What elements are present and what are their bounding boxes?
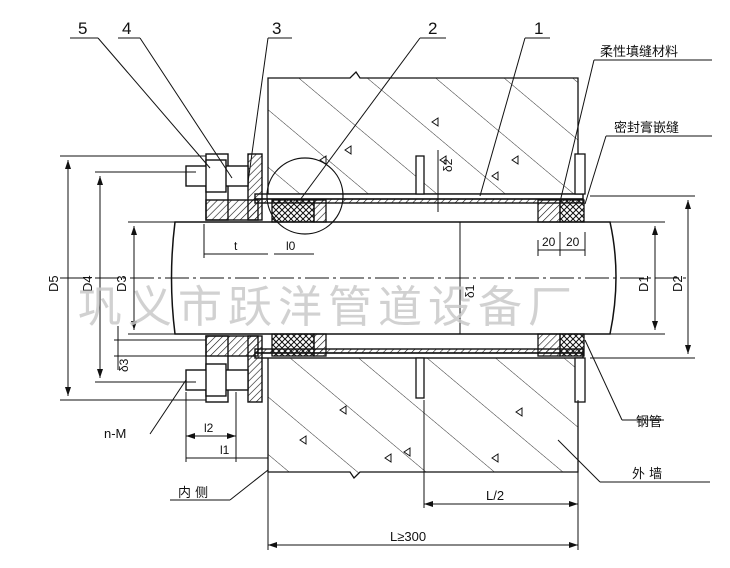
callout-numbers: 5 4 3 2 1 bbox=[78, 19, 543, 38]
dim-L: L≥300 bbox=[390, 529, 426, 544]
dim-20b: 20 bbox=[566, 235, 580, 249]
dim-D2: D2 bbox=[670, 275, 685, 292]
dim-delta3: δ3 bbox=[117, 358, 131, 372]
dim-D1: D1 bbox=[636, 275, 651, 292]
watermark-text: 巩义市跃洋管道设备厂 bbox=[78, 282, 578, 333]
callout-2: 2 bbox=[428, 19, 437, 38]
label-seal-paste: 密封膏嵌缝 bbox=[614, 120, 679, 136]
flange-assembly bbox=[185, 153, 263, 403]
callout-3: 3 bbox=[272, 19, 281, 38]
label-inner-side: 内 侧 bbox=[178, 485, 208, 501]
label-steel-pipe: 钢管 bbox=[636, 415, 662, 430]
packing-rings bbox=[271, 199, 585, 357]
dim-D5: D5 bbox=[46, 275, 61, 292]
dimension-labels: D5 D4 D3 D1 D2 δ3 δ2 δ1 t l0 20 20 l2 l1… bbox=[46, 158, 685, 544]
callout-5: 5 bbox=[78, 19, 87, 38]
dim-D4: D4 bbox=[80, 275, 95, 292]
dim-l0: l0 bbox=[286, 239, 296, 253]
detail-circle bbox=[266, 157, 344, 235]
dim-half-L: L/2 bbox=[486, 488, 504, 503]
callout-4: 4 bbox=[122, 19, 131, 38]
label-flex-fill: 柔性填缝材料 bbox=[600, 45, 678, 60]
label-outer-wall: 外 墙 bbox=[632, 467, 662, 482]
note-labels: 柔性填缝材料 密封膏嵌缝 钢管 外 墙 内 侧 n-M bbox=[104, 45, 679, 501]
dim-l1: l1 bbox=[220, 443, 230, 457]
steel-pipe bbox=[60, 221, 690, 335]
dimension-lines bbox=[60, 150, 695, 550]
dim-20a: 20 bbox=[542, 235, 556, 249]
dim-delta1: δ1 bbox=[463, 284, 477, 298]
dim-l2: l2 bbox=[204, 421, 214, 435]
dim-D3: D3 bbox=[114, 275, 129, 292]
dim-t: t bbox=[234, 239, 238, 253]
callout-1: 1 bbox=[534, 19, 543, 38]
dimension-arrows bbox=[65, 160, 691, 548]
label-bolts: n-M bbox=[104, 426, 126, 441]
water-stop-ring bbox=[415, 153, 586, 403]
dim-delta2: δ2 bbox=[441, 158, 455, 172]
leader-lines bbox=[70, 37, 712, 501]
